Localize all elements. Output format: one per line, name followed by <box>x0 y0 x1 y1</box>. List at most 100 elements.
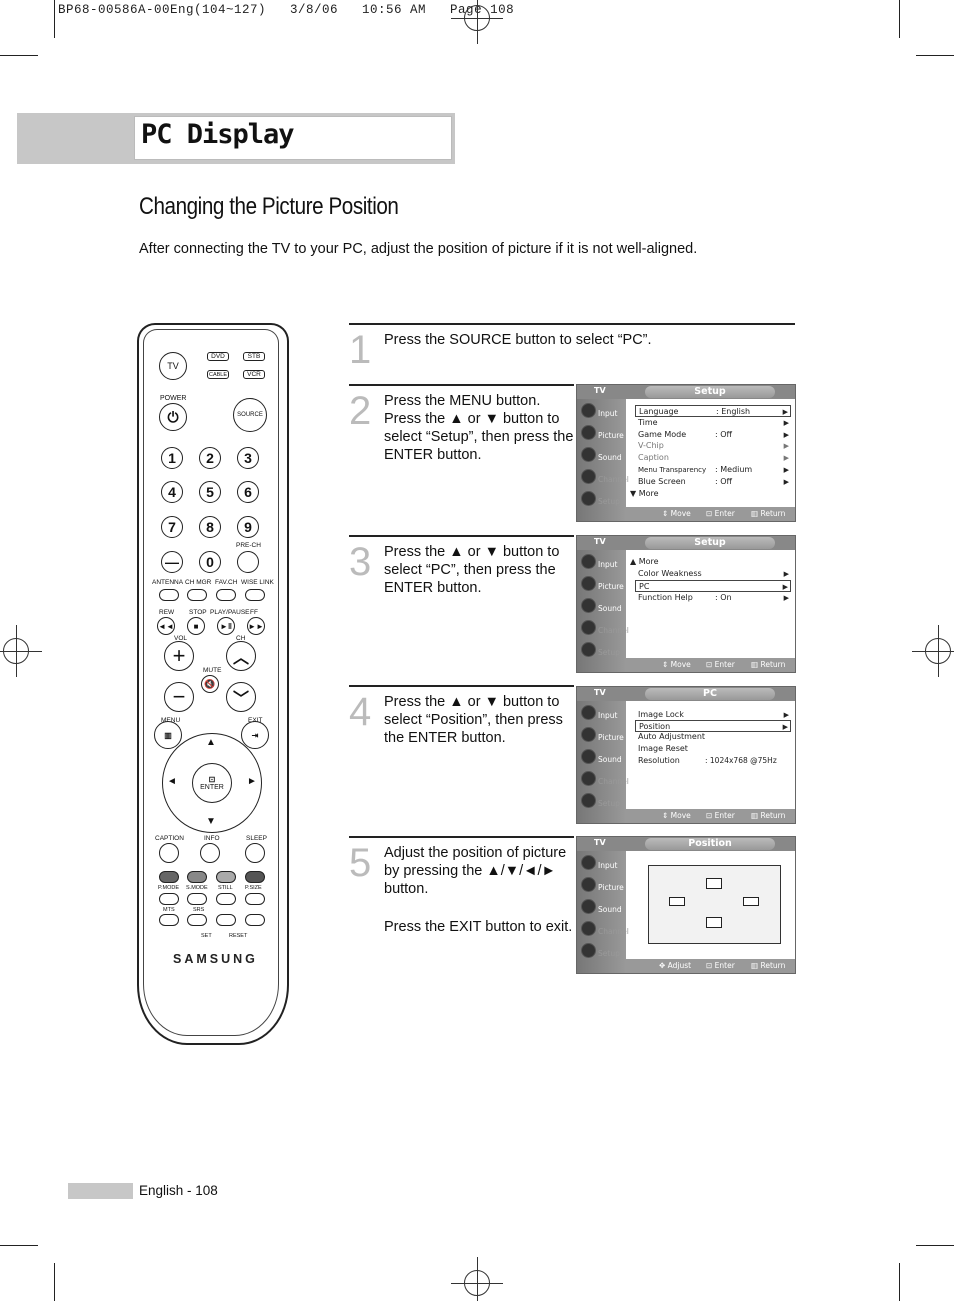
dash-button[interactable]: — <box>161 551 183 573</box>
digit-7-button[interactable]: 7 <box>161 516 183 538</box>
source-button[interactable]: SOURCE <box>233 398 267 432</box>
osd-row-time[interactable]: Time▶ <box>638 418 789 427</box>
osd-row-more-up[interactable]: ▲ More <box>630 557 659 566</box>
digit-9-button[interactable]: 9 <box>237 516 259 538</box>
digit-5-button[interactable]: 5 <box>199 481 221 503</box>
crop-mark <box>899 0 900 38</box>
osd-row-vchip[interactable]: V-Chip▶ <box>638 441 789 450</box>
digit-0-button[interactable]: 0 <box>199 551 221 573</box>
osd-row-blue-screen[interactable]: Blue Screen: Off▶ <box>638 477 789 486</box>
still-button[interactable] <box>216 893 236 905</box>
vol-up-button[interactable]: + <box>164 641 194 671</box>
extra-button-1[interactable] <box>216 914 236 926</box>
dvd-button[interactable]: DVD <box>207 352 229 361</box>
osd-row-color-weakness[interactable]: Color Weakness▶ <box>638 569 789 578</box>
dpad-up-icon[interactable]: ▲ <box>206 737 216 748</box>
osd-side-setup[interactable]: Setup <box>580 640 626 660</box>
menu-button[interactable]: ▥ <box>154 721 182 749</box>
osd-side-picture[interactable]: Picture <box>580 725 626 745</box>
osd-side-input[interactable]: Input <box>580 552 626 572</box>
position-down-icon[interactable] <box>706 917 722 928</box>
ff-button[interactable]: ►► <box>247 617 265 635</box>
digit-8-button[interactable]: 8 <box>199 516 221 538</box>
digit-2-button[interactable]: 2 <box>199 447 221 469</box>
osd-side-picture[interactable]: Picture <box>580 875 626 895</box>
tv-button[interactable]: TV <box>159 352 187 380</box>
osd-side-sound[interactable]: Sound <box>580 445 626 465</box>
digit-1-button[interactable]: 1 <box>161 447 183 469</box>
osd-side-channel[interactable]: Channel <box>580 769 629 789</box>
osd-side-picture[interactable]: Picture <box>580 423 626 443</box>
psize-button[interactable] <box>245 893 265 905</box>
osd-side-input[interactable]: Input <box>580 703 626 723</box>
caption-button[interactable] <box>159 843 179 863</box>
sleep-button[interactable] <box>245 843 265 863</box>
mts-button[interactable] <box>159 914 179 926</box>
osd-row-pc[interactable]: PC▶ <box>635 580 791 592</box>
srs-button[interactable] <box>187 914 207 926</box>
extra-button-2[interactable] <box>245 914 265 926</box>
vcr-button[interactable]: VCR <box>243 370 265 379</box>
osd-side-picture[interactable]: Picture <box>580 574 626 594</box>
info-button[interactable] <box>200 843 220 863</box>
position-right-icon[interactable] <box>743 897 759 906</box>
osd-row-caption[interactable]: Caption▶ <box>638 453 789 462</box>
digit-3-button[interactable]: 3 <box>237 447 259 469</box>
arrow-right-icon: ▶ <box>783 442 789 450</box>
osd-row-auto-adjustment[interactable]: Auto Adjustment <box>638 732 706 741</box>
position-up-icon[interactable] <box>706 878 722 889</box>
color-button-yellow[interactable] <box>216 871 236 883</box>
osd-side-channel[interactable]: Channel <box>580 618 629 638</box>
favch-button[interactable] <box>216 589 236 601</box>
osd-side-sound[interactable]: Sound <box>580 897 626 917</box>
color-button-green[interactable] <box>187 871 207 883</box>
osd-row-position[interactable]: Position▶ <box>635 720 791 732</box>
smode-button[interactable] <box>187 893 207 905</box>
digit-4-button[interactable]: 4 <box>161 481 183 503</box>
setup-icon <box>581 943 596 958</box>
wiselink-button[interactable] <box>245 589 265 601</box>
digit-6-button[interactable]: 6 <box>237 481 259 503</box>
osd-row-function-help[interactable]: Function Help: On▶ <box>638 593 789 602</box>
arrow-right-icon: ▶ <box>783 478 789 486</box>
osd-side-input[interactable]: Input <box>580 401 626 421</box>
color-button-blue[interactable] <box>245 871 265 883</box>
osd-side-setup[interactable]: Setup <box>580 941 626 961</box>
osd-row-language[interactable]: Language: English▶ <box>635 405 791 417</box>
playpause-button[interactable]: ►‖ <box>217 617 235 635</box>
chmgr-button[interactable] <box>187 589 207 601</box>
mute-button[interactable]: 🔇 <box>201 675 219 693</box>
stop-button[interactable]: ■ <box>187 617 205 635</box>
ch-down-button[interactable]: ﹀ <box>226 682 256 712</box>
enter-button[interactable]: ⊡ ENTER <box>192 763 232 803</box>
osd-row-image-reset[interactable]: Image Reset <box>638 744 688 753</box>
antenna-button[interactable] <box>159 589 179 601</box>
exit-button[interactable]: ⇥ <box>241 721 269 749</box>
rew-button[interactable]: ◄◄ <box>157 617 175 635</box>
prech-label: PRE-CH <box>236 542 261 549</box>
position-adjust-frame[interactable] <box>648 865 781 944</box>
color-button-red[interactable] <box>159 871 179 883</box>
osd-side-channel[interactable]: Channel <box>580 919 629 939</box>
osd-side-input[interactable]: Input <box>580 853 626 873</box>
stb-button[interactable]: STB <box>243 352 265 361</box>
osd-side-sound[interactable]: Sound <box>580 596 626 616</box>
vol-down-button[interactable]: − <box>164 682 194 712</box>
osd-side-sound[interactable]: Sound <box>580 747 626 767</box>
osd-side-setup[interactable]: Setup <box>580 791 626 811</box>
osd-row-game-mode[interactable]: Game Mode: Off▶ <box>638 430 789 439</box>
cable-button[interactable]: CABLE <box>207 370 229 379</box>
dpad-down-icon[interactable]: ▼ <box>206 816 216 827</box>
dpad-right-icon[interactable]: ► <box>247 776 257 787</box>
osd-side-channel[interactable]: Channel <box>580 467 629 487</box>
osd-row-more[interactable]: ▼ More <box>630 489 659 498</box>
osd-row-image-lock[interactable]: Image Lock▶ <box>638 710 789 719</box>
pmode-button[interactable] <box>159 893 179 905</box>
dpad-left-icon[interactable]: ◄ <box>167 776 177 787</box>
position-left-icon[interactable] <box>669 897 685 906</box>
prech-button[interactable] <box>237 551 259 573</box>
power-button[interactable]: ⏻ <box>159 403 187 431</box>
ch-up-button[interactable]: ︿ <box>226 641 256 671</box>
osd-row-menu-transparency[interactable]: Menu Transparency: Medium▶ <box>638 465 789 474</box>
osd-side-setup[interactable]: Setup <box>580 489 626 509</box>
